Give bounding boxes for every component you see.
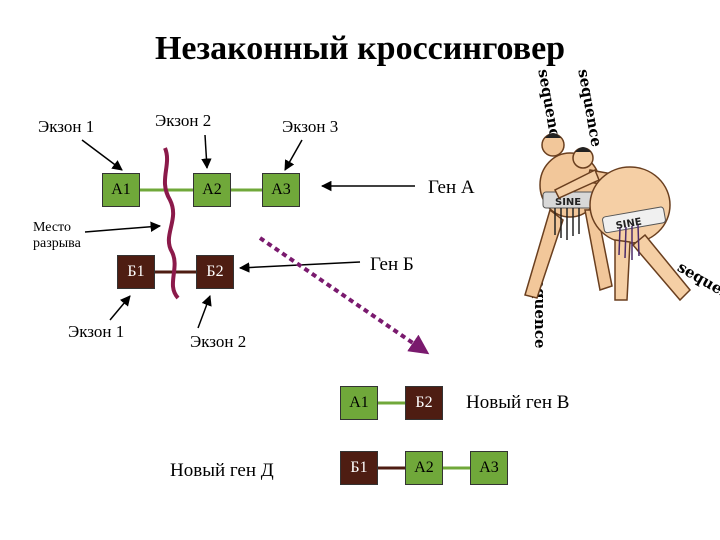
break-site-label: Место разрыва [33, 220, 81, 251]
gene-a-exon-1: А1 [102, 173, 140, 207]
gene-a-exon-3: А3 [262, 173, 300, 207]
exon2-arrow [201, 134, 212, 170]
gene-b-exon-2: Б2 [196, 255, 234, 289]
crossover-dashed-arrow [258, 236, 430, 355]
exon1-top-label: Экзон 1 [38, 117, 95, 136]
new-gene-v-label: Новый ген В [466, 392, 570, 413]
svg-text:SINE: SINE [615, 217, 643, 232]
break-site-arrow [84, 221, 162, 233]
svg-text:SINE: SINE [555, 197, 581, 208]
left-wrestler-fringe [554, 208, 580, 240]
exon2-bottom-label: Экзон 2 [190, 332, 247, 351]
gene-a-label: Ген А [428, 177, 475, 198]
right-wrestler-belt [602, 206, 666, 234]
left-wrestler-hair [545, 133, 561, 138]
exon1-bottom-arrow [109, 295, 131, 321]
exon2-top-label: Экзон 2 [155, 111, 212, 130]
gene-a-exon-2: А2 [193, 173, 231, 207]
new-gene-d-exon-1: Б1 [340, 451, 378, 485]
right-wrestler-hair [575, 147, 591, 152]
new-gene-d-label: Новый ген Д [170, 460, 274, 481]
new-gene-v-exon-2: Б2 [405, 386, 443, 420]
exon1-bottom-label: Экзон 1 [68, 322, 125, 341]
gene-b-exon-1: Б1 [117, 255, 155, 289]
illustration-top-text-2: sequence [574, 68, 605, 148]
page-title: Незаконный кроссинговер [154, 30, 566, 67]
right-wrestler-fringe [618, 224, 640, 260]
exon3-arrow [284, 139, 303, 171]
exon3-top-label: Экзон 3 [282, 117, 339, 136]
new-gene-d-exon-2: А2 [405, 451, 443, 485]
exon2-bottom-arrow [197, 295, 212, 329]
gene-b-label: Ген Б [370, 254, 414, 275]
break-site-line [162, 147, 180, 300]
new-gene-d-exon-3: А3 [470, 451, 508, 485]
exon1-arrow [81, 139, 123, 171]
new-gene-v-exon-1: А1 [340, 386, 378, 420]
sumo-wrestlers-illustration: sequence sequence sequence sequence SINE… [524, 68, 720, 349]
